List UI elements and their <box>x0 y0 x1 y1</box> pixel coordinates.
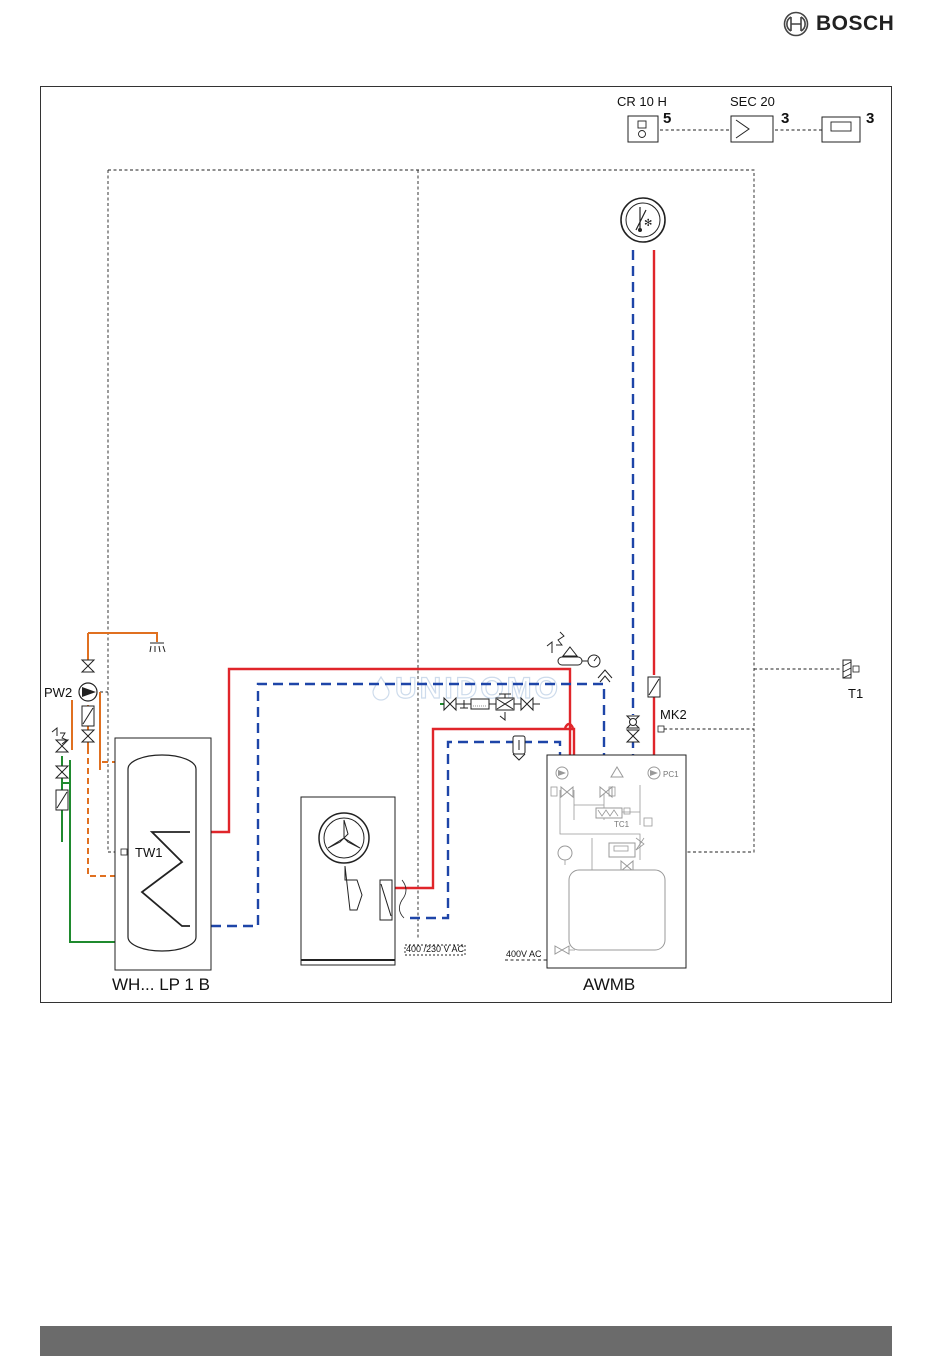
storage-tank-label: WH... LP 1 B <box>112 975 210 994</box>
pw2-label: PW2 <box>44 685 72 700</box>
snowflake-icon: ✻ <box>644 218 652 229</box>
cr10h-label: CR 10 H <box>617 94 667 109</box>
mk2-label: MK2 <box>660 707 687 722</box>
fan-coil-emitter: ✻ <box>621 198 665 242</box>
expansion-vessel-icon <box>558 846 572 860</box>
cold-water-safety-group <box>52 728 68 810</box>
shower-icon <box>150 643 165 652</box>
sec20-label: SEC 20 <box>730 94 775 109</box>
indoor-power-label: 400V AC <box>506 949 542 959</box>
outdoor-sensor-t1: T1 <box>843 660 863 701</box>
mk2-group: MK2 <box>627 677 687 742</box>
indoor-unit-label: AWMB <box>583 975 635 994</box>
awmb-indoor-unit: TC1 PC1 400V AC AWMB <box>506 755 686 994</box>
air-vent-icon <box>598 670 612 682</box>
buffer-vessel-icon <box>569 870 665 950</box>
cr10h-controller: CR 10 H 5 <box>617 94 671 142</box>
room-thermostat: 3 <box>822 110 874 142</box>
outdoor-heat-pump-unit: 400 /230 V AC <box>301 797 465 965</box>
pc1-label: PC1 <box>663 770 679 779</box>
droplet-icon <box>373 677 389 700</box>
sec20-controller: SEC 20 3 <box>730 94 789 142</box>
dhw-storage-tank: TW1 WH... LP 1 B <box>112 738 211 994</box>
t1-label: T1 <box>848 686 863 701</box>
tc1-label: TC1 <box>614 820 630 829</box>
dhw-circulation-group: PW2 <box>44 660 97 742</box>
tw1-label: TW1 <box>135 845 162 860</box>
thermostat-qty: 3 <box>866 110 874 127</box>
footer-bar <box>40 1326 892 1356</box>
control-panel-icon <box>609 843 635 857</box>
cr10h-qty: 5 <box>663 110 671 127</box>
sec20-qty: 3 <box>781 110 789 127</box>
outdoor-power-label: 400 /230 V AC <box>406 944 465 954</box>
